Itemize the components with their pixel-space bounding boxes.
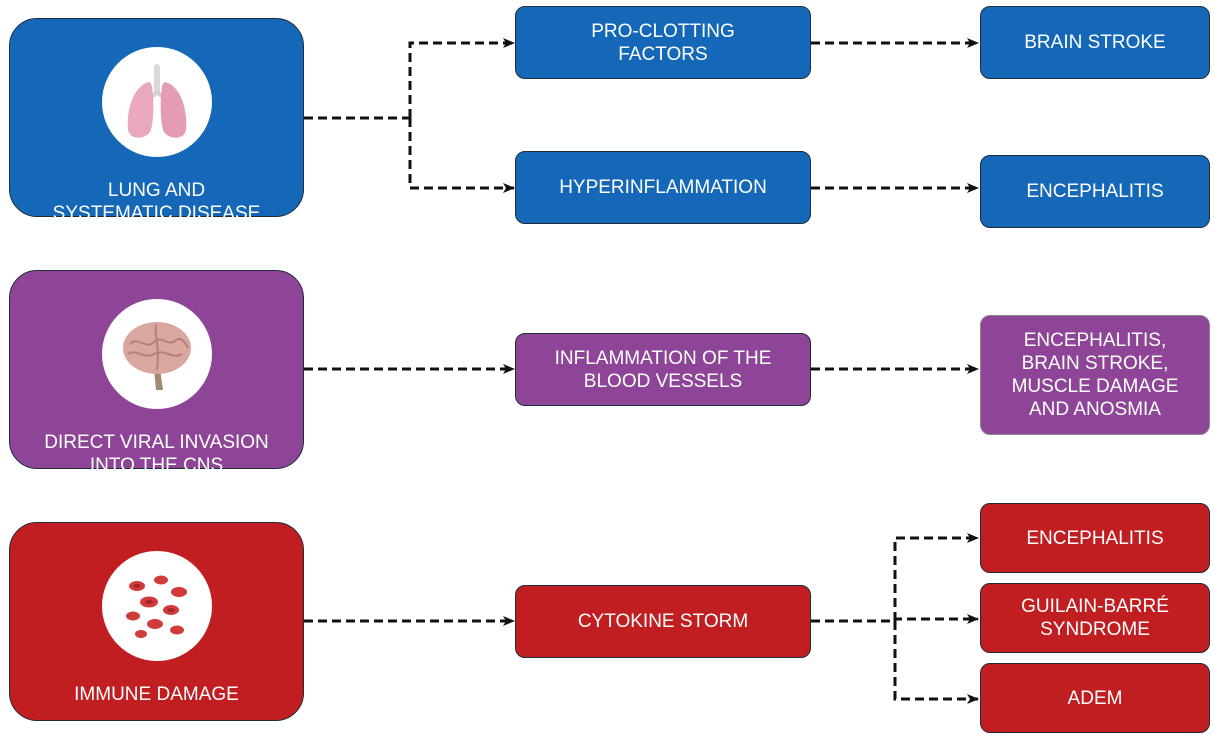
outcome-guillain-barre: GUILAIN-BARRÉ SYNDROME [980,583,1210,653]
outcome-multiple: ENCEPHALITIS, BRAIN STROKE, MUSCLE DAMAG… [980,315,1210,435]
red-blood-cells-icon [101,551,212,661]
source-label-viral: DIRECT VIRAL INVASION INTO THE CNS [44,432,269,476]
outcome-encephalitis-1: ENCEPHALITIS [980,155,1210,228]
arrow-lung-to-hyperinflam [408,118,515,193]
source-box-lung: LUNG AND SYSTEMATIC DISEASE [9,18,304,224]
arrow-cytokine-to-adem [893,621,979,704]
arrow-lung-to-procoag [408,38,515,118]
arrow-cytokine-to-gbs [893,614,979,624]
source-box-immune: IMMUNE DAMAGE [9,522,304,721]
outcome-brain-stroke: BRAIN STROKE [980,6,1210,79]
mechanism-hyperinflammation: HYPERINFLAMMATION [515,151,811,224]
outcome-adem: ADEM [980,663,1210,733]
mechanism-vessel-inflammation: INFLAMMATION OF THE BLOOD VESSELS [515,333,811,406]
brain-icon [101,299,212,409]
source-label-immune: IMMUNE DAMAGE [74,684,239,705]
source-label-lung: LUNG AND SYSTEMATIC DISEASE [52,180,261,224]
arrow-cytokine-to-encephalitis [893,533,979,621]
outcome-encephalitis-2: ENCEPHALITIS [980,503,1210,573]
source-box-viral: DIRECT VIRAL INVASION INTO THE CNS [9,270,304,476]
mechanism-cytokine-storm: CYTOKINE STORM [515,585,811,658]
mechanism-pro-clotting: PRO-CLOTTING FACTORS [515,6,811,79]
lungs-icon [101,47,212,157]
